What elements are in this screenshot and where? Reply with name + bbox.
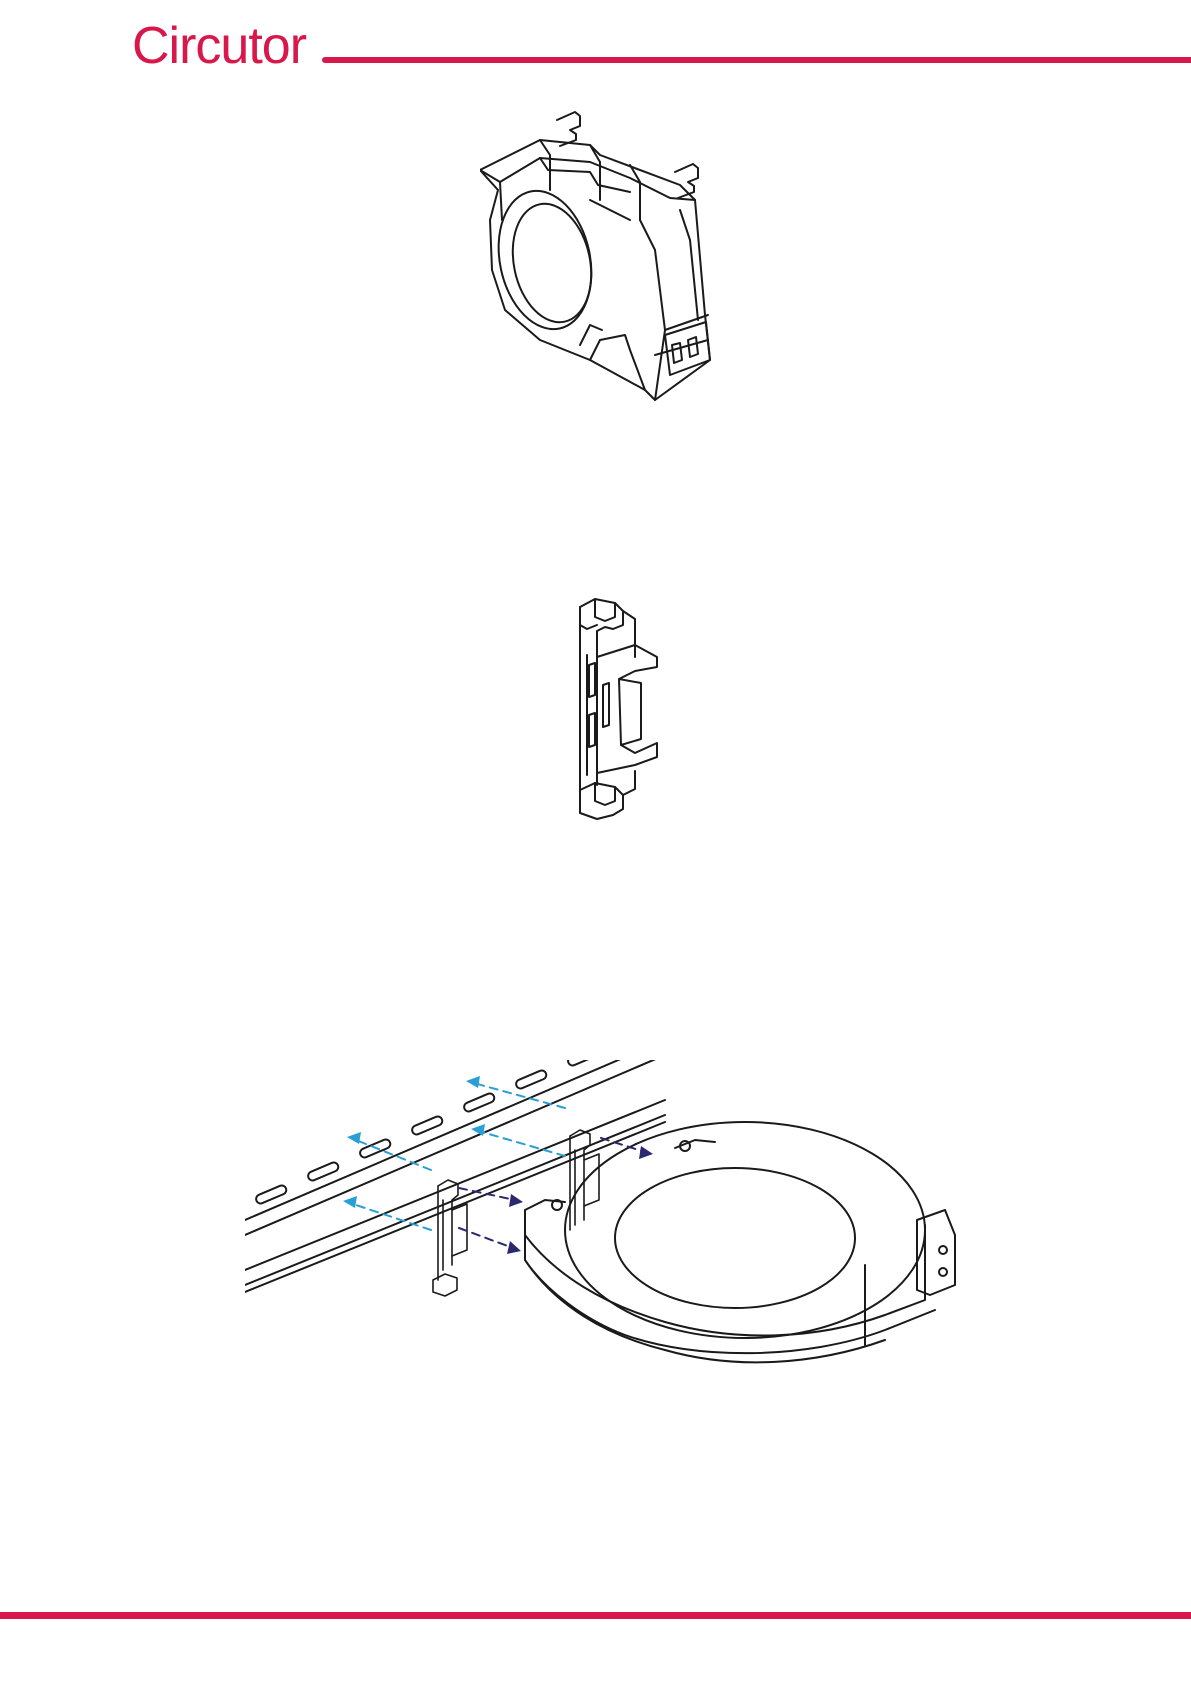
din-rail-mounting-assembly-drawing: [245, 1060, 1035, 1480]
page-header: Circutor: [0, 0, 1191, 90]
din-rail: [245, 1060, 665, 1292]
residual-current-sensor-drawing: [480, 100, 770, 430]
footer-rule: [0, 1612, 1191, 1619]
header-rule: [322, 57, 1191, 63]
din-rail-mounting-clip-drawing: [575, 595, 680, 825]
brand-name: Circutor: [132, 18, 306, 74]
